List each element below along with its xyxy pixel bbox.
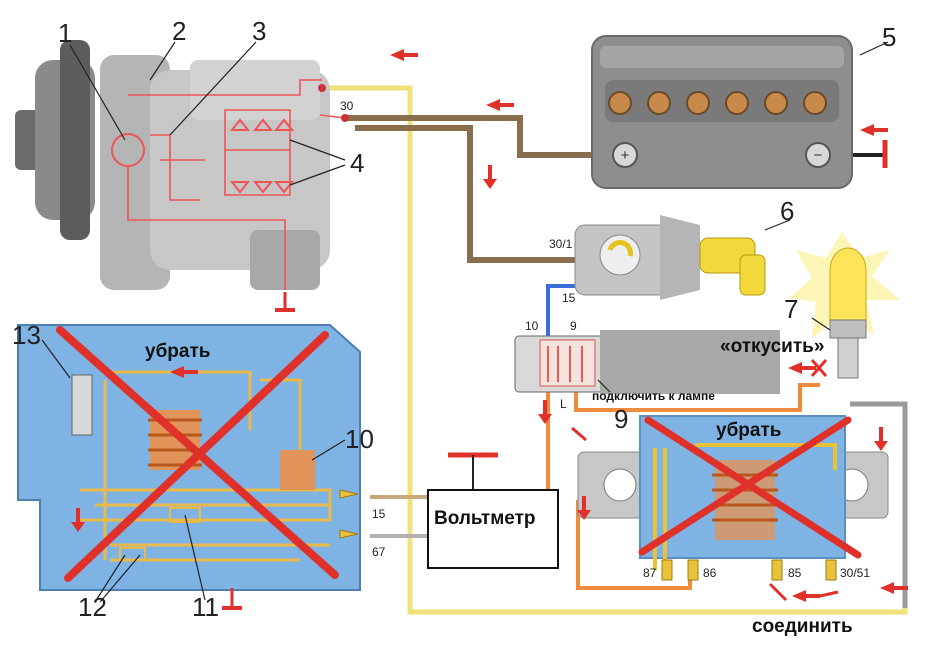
pin-30-51: 30/51 (840, 566, 870, 580)
cross-right (638, 416, 862, 559)
svg-text:+: + (621, 147, 630, 164)
voltmeter (427, 452, 559, 569)
wire-blue-15 (546, 284, 578, 336)
pin-9: 9 (570, 319, 577, 333)
connector-9 (514, 330, 780, 394)
label-6: 6 (780, 196, 794, 226)
annotation-cut: «откусить» (720, 336, 824, 357)
join-marks (571, 426, 839, 602)
label-7: 7 (784, 294, 798, 324)
label-1: 1 (58, 18, 72, 48)
pin-15: 15 (562, 291, 576, 305)
label-10: 10 (345, 424, 374, 454)
wire-brown-battery (345, 115, 620, 158)
pin-30-1: 30/1 (549, 237, 573, 251)
ignition-switch (574, 215, 791, 300)
annotation-remove-right: убрать (716, 420, 781, 441)
wire-grey-right (850, 401, 908, 608)
pin-85: 85 (788, 566, 802, 580)
pin-87: 87 (643, 566, 657, 580)
svg-text:−: − (814, 147, 823, 164)
label-5: 5 (882, 22, 896, 52)
flow-arrows (71, 49, 908, 602)
pin-L: L (560, 397, 567, 411)
pin-reg-15: 15 (372, 507, 386, 521)
label-4: 4 (350, 148, 364, 178)
cut-mark (810, 359, 828, 377)
lamp (790, 232, 900, 379)
annotation-connect-lamp: подключить к лампе (592, 389, 715, 403)
wire-orange-lamp (574, 375, 820, 412)
label-11: 11 (192, 592, 219, 622)
label-3: 3 (252, 16, 266, 46)
label-9: 9 (614, 404, 628, 434)
pin-reg-67: 67 (372, 545, 386, 559)
label-12: 12 (78, 592, 107, 622)
label-13: 13 (12, 320, 41, 350)
generator (15, 40, 349, 312)
label-2: 2 (172, 16, 186, 46)
pin-86: 86 (703, 566, 717, 580)
pin-10: 10 (525, 319, 539, 333)
voltmeter-label: Вольтметр (434, 508, 536, 529)
annotation-join: соединить (752, 616, 853, 637)
wire-brown-ignition (355, 125, 575, 263)
battery: + − (591, 35, 889, 189)
pin-30: 30 (340, 99, 354, 113)
annotation-remove-left: убрать (145, 341, 210, 362)
cross-left (56, 326, 339, 582)
